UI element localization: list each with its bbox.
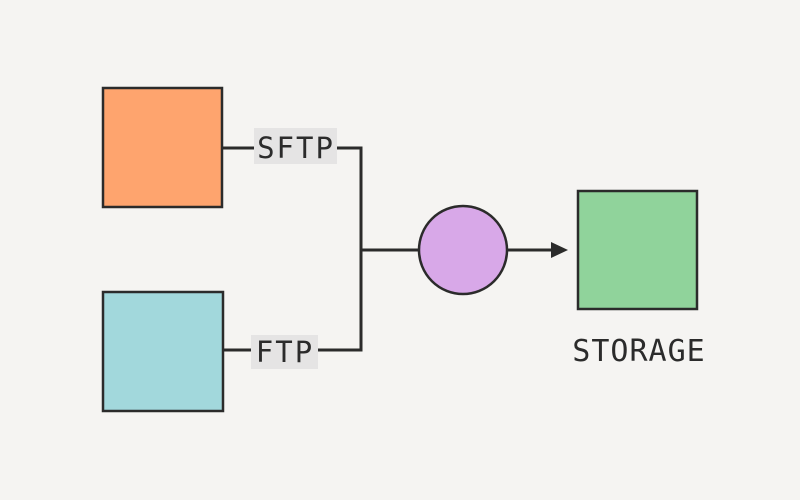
ftp-edge-label: FTP (256, 335, 314, 369)
node-processor (417, 204, 509, 296)
sftp-label-chip (254, 128, 337, 164)
edge-lines (220, 146, 555, 352)
node-source-top (101, 86, 224, 209)
arrowhead-icon (551, 242, 568, 258)
ftp-label-chip (251, 335, 318, 369)
node-storage (576, 189, 699, 311)
node-source-bottom (101, 290, 225, 413)
sftp-edge-label: SFTP (257, 131, 335, 165)
storage-node-caption: STORAGE (572, 334, 705, 369)
diagram-texts: SFTP FTP STORAGE (256, 131, 705, 369)
